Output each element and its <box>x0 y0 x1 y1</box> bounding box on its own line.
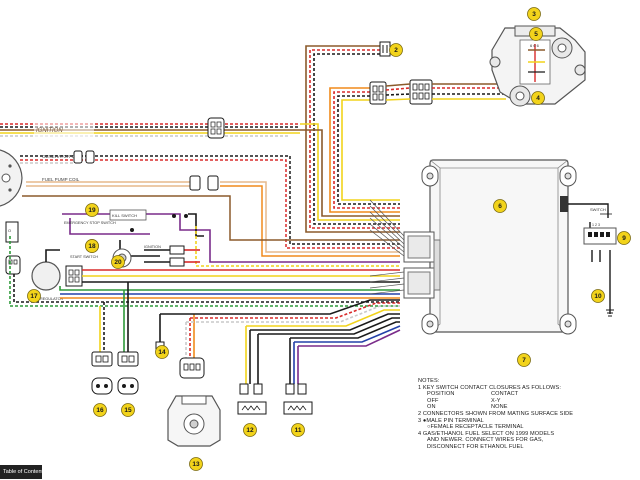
lower-left-wires <box>9 236 400 307</box>
note-3a: 3 ●MALE PIN TERMINAL <box>418 417 484 424</box>
sensor-drop-wires <box>99 282 299 384</box>
callout-15: 15 <box>121 403 135 417</box>
trunk-wires <box>300 45 400 233</box>
note-1-row-on: ON NONE <box>418 404 636 411</box>
callout-7: 7 <box>517 353 531 367</box>
sensor-15 <box>117 351 139 395</box>
callout-9-label: 9 <box>622 235 626 242</box>
note-4a: 4 GAS/ETHANOL FUEL SELECT ON 1999 MODELS <box>418 430 555 437</box>
callout-4-label: 4 <box>536 95 540 102</box>
callout-19-label: 19 <box>88 207 96 214</box>
callout-6: 6 <box>493 199 507 213</box>
callout-5: 5 <box>529 27 543 41</box>
callout-14: 14 <box>155 345 169 359</box>
note-1-row-off: OFF X-Y <box>418 398 636 405</box>
note-4c: DISCONNECT FOR ETHANOL FUEL <box>427 443 524 450</box>
callout-9: 9 <box>617 231 631 245</box>
callout-18-label: 18 <box>88 243 96 250</box>
callout-4: 4 <box>531 91 545 105</box>
ecu-module <box>403 159 577 335</box>
kill-switch-box <box>109 209 147 221</box>
callout-13-label: 13 <box>192 461 200 468</box>
mid-bundle-to-ecu <box>160 299 401 347</box>
callout-20-label: 20 <box>114 259 122 266</box>
callout-13: 13 <box>189 457 203 471</box>
emergency-stop-label: EMERGENCY STOP SWITCH <box>64 221 116 225</box>
callout-16-label: 16 <box>96 407 104 414</box>
ecu-fan-lines <box>369 199 405 295</box>
magneto-stator: O <box>0 149 23 243</box>
callout-layer: 234567891011121314151617181920 <box>27 7 631 471</box>
callout-16: 16 <box>93 403 107 417</box>
callout-17-label: 17 <box>30 293 38 300</box>
regulator-label: REGULATOR <box>40 297 64 301</box>
o2-sensor-connector <box>583 213 617 317</box>
callout-3: 3 <box>527 7 541 21</box>
callout-3-label: 3 <box>532 11 536 18</box>
note-1-on-position: ON <box>427 404 436 411</box>
note-1-on-contact: NONE <box>491 404 508 411</box>
note-4b: AND NEWER. CONNECT WIRES FOR GAS, <box>427 437 544 444</box>
note-1-position-header: POSITION <box>427 391 455 398</box>
sensor-16 <box>91 351 113 395</box>
connector-left-lower <box>5 255 21 275</box>
note-1-off-contact: X-Y <box>491 397 501 404</box>
connector-jumper-wires <box>385 83 411 101</box>
note-2: 2 CONNECTORS SHOWN FROM MATING SURFACE S… <box>418 410 574 417</box>
connector-pair-top <box>369 79 433 105</box>
gen-coil-label: GENERATOR COIL <box>42 154 82 159</box>
callout-6-label: 6 <box>498 203 502 210</box>
callout-19: 19 <box>85 203 99 217</box>
table-of-contents-link[interactable]: Table of Contents <box>0 465 46 479</box>
callout-12-label: 12 <box>246 427 254 434</box>
notes-title: NOTES: <box>418 378 440 384</box>
sensor-11 <box>283 383 313 415</box>
note-3b: ○FEMALE RECEPTACLE TERMINAL <box>427 424 524 431</box>
start-switch-symbol <box>112 214 188 268</box>
connector-tps <box>179 357 205 379</box>
callout-14-label: 14 <box>158 349 166 356</box>
sensor-12 <box>237 383 267 415</box>
kill-switch-label: KILL SWITCH <box>112 213 137 218</box>
svg-text:O: O <box>8 228 11 233</box>
top-connector-label: IGNITION <box>36 128 63 134</box>
note-1-off-position: OFF <box>427 397 439 404</box>
callout-17: 17 <box>27 289 41 303</box>
note-1-contact-header: CONTACT <box>491 391 519 398</box>
note-1: 1 KEY SWITCH CONTACT CLOSURES AS FOLLOWS… <box>418 384 562 391</box>
key-switch-label: SWITCH <box>590 207 606 212</box>
callout-20: 20 <box>111 255 125 269</box>
mid-left-wires <box>20 155 400 257</box>
callout-11-label: 11 <box>295 427 302 434</box>
connector-2 <box>379 41 391 57</box>
callout-7-label: 7 <box>522 357 526 364</box>
top-connector-label-bg <box>34 120 94 138</box>
mid-left-connectors <box>73 117 225 191</box>
callout-10: 10 <box>591 289 605 303</box>
fuel-pump-coil-label: FUEL PUMP COIL <box>42 177 80 182</box>
right-sensor-wires <box>568 203 611 314</box>
callout-18: 18 <box>85 239 99 253</box>
callout-2: 2 <box>389 43 403 57</box>
regulator-rectifier <box>31 261 83 291</box>
throttle-position-sensor <box>167 395 221 447</box>
key-switch-positions: 1 2 3 <box>592 223 600 227</box>
callout-11: 11 <box>291 423 305 437</box>
note-1-table-header: POSITION CONTACT <box>418 391 636 398</box>
callout-5-label: 5 <box>534 31 538 38</box>
callout-12: 12 <box>243 423 257 437</box>
ignition-label: IGNITION <box>144 245 161 249</box>
callout-10-label: 10 <box>594 293 602 300</box>
callout-15-label: 15 <box>124 407 132 414</box>
start-switch-label: START SWITCH <box>70 255 98 259</box>
svg-text:6 6 6: 6 6 6 <box>530 43 540 48</box>
notes-block: NOTES: 1 KEY SWITCH CONTACT CLOSURES AS … <box>418 378 636 451</box>
callout-2-label: 2 <box>394 47 398 54</box>
